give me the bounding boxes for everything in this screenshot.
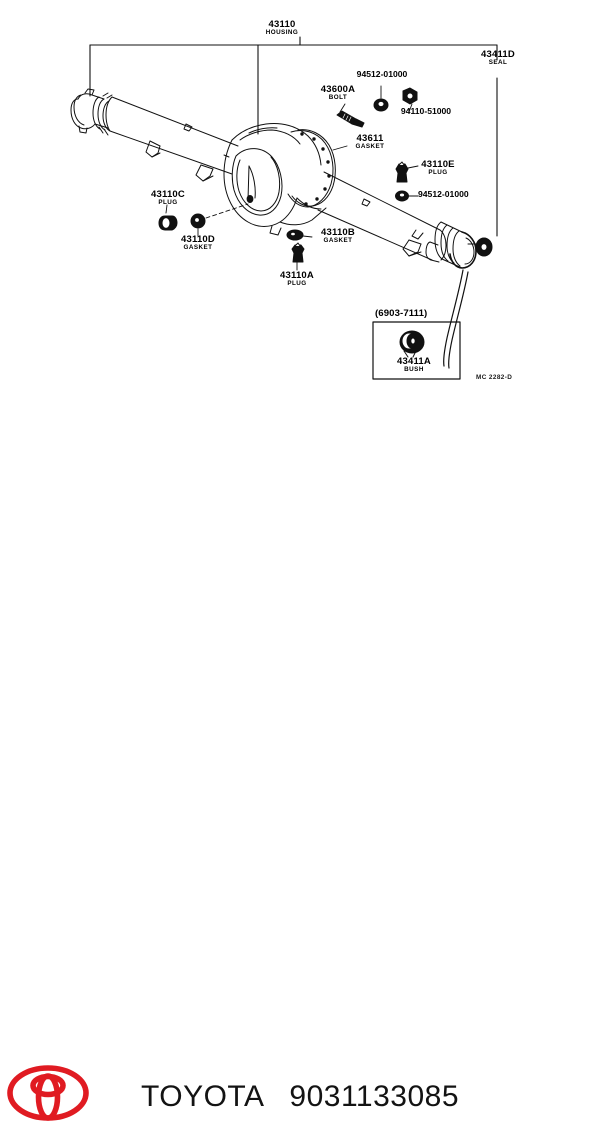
callout-bolt-description: BOLT: [328, 93, 348, 101]
callout-housing-description: HOUSING: [265, 28, 299, 36]
callout-housing-part-number: 43110: [268, 19, 296, 30]
callout-plug-a: 43110A PLUG: [270, 271, 324, 287]
part-icon-plug-e: [395, 161, 419, 183]
callout-plug-a-description: PLUG: [287, 279, 307, 287]
callout-plug-e-description: PLUG: [428, 168, 448, 176]
callout-gasket-b-description: GASKET: [323, 236, 353, 244]
part-icon-bolt: [336, 103, 365, 128]
callout-gasket-diff-description: GASKET: [355, 142, 385, 150]
callout-bush: 43411A BUSH: [388, 357, 440, 373]
leader-bush-curve: [443, 269, 469, 369]
callout-gasket-b: 43110B GASKET: [311, 228, 365, 244]
callout-nut-part-number: 94110-51000: [400, 106, 452, 116]
callout-washer-top-part-number: 94512-01000: [356, 69, 408, 79]
callout-plug-c: 43110C PLUG: [142, 190, 194, 206]
callout-plug-a-part-number: 43110A: [280, 270, 314, 281]
part-icon-washer-top: [373, 85, 389, 112]
callout-gasket-b-part-number: 43110B: [321, 227, 355, 238]
axle-housing-left-tube: [70, 88, 239, 182]
differential-carrier-housing: [223, 123, 336, 236]
callout-gasket-diff: 43611 GASKET: [347, 134, 393, 150]
callout-seal-part-number: 43411D: [481, 49, 515, 60]
callout-plug-c-description: PLUG: [158, 198, 178, 206]
callout-housing: 43110 HOUSING: [252, 20, 312, 36]
drawing-reference-code: MC 2282-D: [476, 374, 513, 381]
callout-seal-description: SEAL: [488, 58, 508, 66]
callout-seal: 43411D SEAL: [472, 50, 524, 66]
callout-gasket-d-description: GASKET: [183, 243, 213, 251]
diagram-area: 43110 HOUSING 43411D SEAL 94512-01000 43…: [0, 0, 600, 528]
part-icon-bush: [399, 330, 425, 358]
inset-box-bush: [372, 321, 461, 380]
callout-gasket-d: 43110D GASKET: [170, 235, 226, 251]
part-icon-washer-right: [395, 190, 419, 202]
callout-bolt: 43600A BOLT: [312, 85, 364, 101]
part-icon-gasket-b: [286, 229, 313, 241]
exploded-parts-drawing: [70, 36, 498, 380]
part-icon-plug-a: [291, 242, 305, 271]
callout-bush-description: BUSH: [404, 365, 424, 373]
footer-bar: TOYOTA 9031133085: [0, 528, 600, 1121]
callout-washer-right: 94512-01000: [418, 190, 500, 199]
part-icon-gasket-d: [190, 203, 249, 237]
footer-part-number: 9031133085: [289, 1080, 460, 1113]
footer-caption: TOYOTA 9031133085: [0, 1080, 600, 1114]
callout-plug-e-part-number: 43110E: [421, 159, 455, 170]
part-icon-plug-c: [158, 204, 178, 231]
callout-nut: 94110-51000: [385, 107, 467, 116]
callout-gasket-d-part-number: 43110D: [181, 234, 215, 245]
leader-housing-bracket: [89, 36, 498, 135]
callout-plug-e: 43110E PLUG: [413, 160, 463, 176]
callout-plug-c-part-number: 43110C: [151, 189, 185, 200]
callout-bolt-part-number: 43600A: [320, 84, 356, 95]
callout-bush-part-number: 43411A: [397, 356, 431, 367]
footer-brand: TOYOTA: [140, 1080, 263, 1113]
inset-date-range: (6903-7111): [375, 308, 428, 319]
callout-gasket-diff-part-number: 43611: [356, 133, 384, 144]
part-icon-nut: [402, 87, 418, 113]
axle-housing-right-tube: [317, 171, 493, 269]
leader-gasket-diff: [332, 145, 348, 151]
callout-washer-top: 94512-01000: [341, 70, 423, 79]
callout-washer-right-part-number: 94512-01000: [418, 189, 469, 199]
